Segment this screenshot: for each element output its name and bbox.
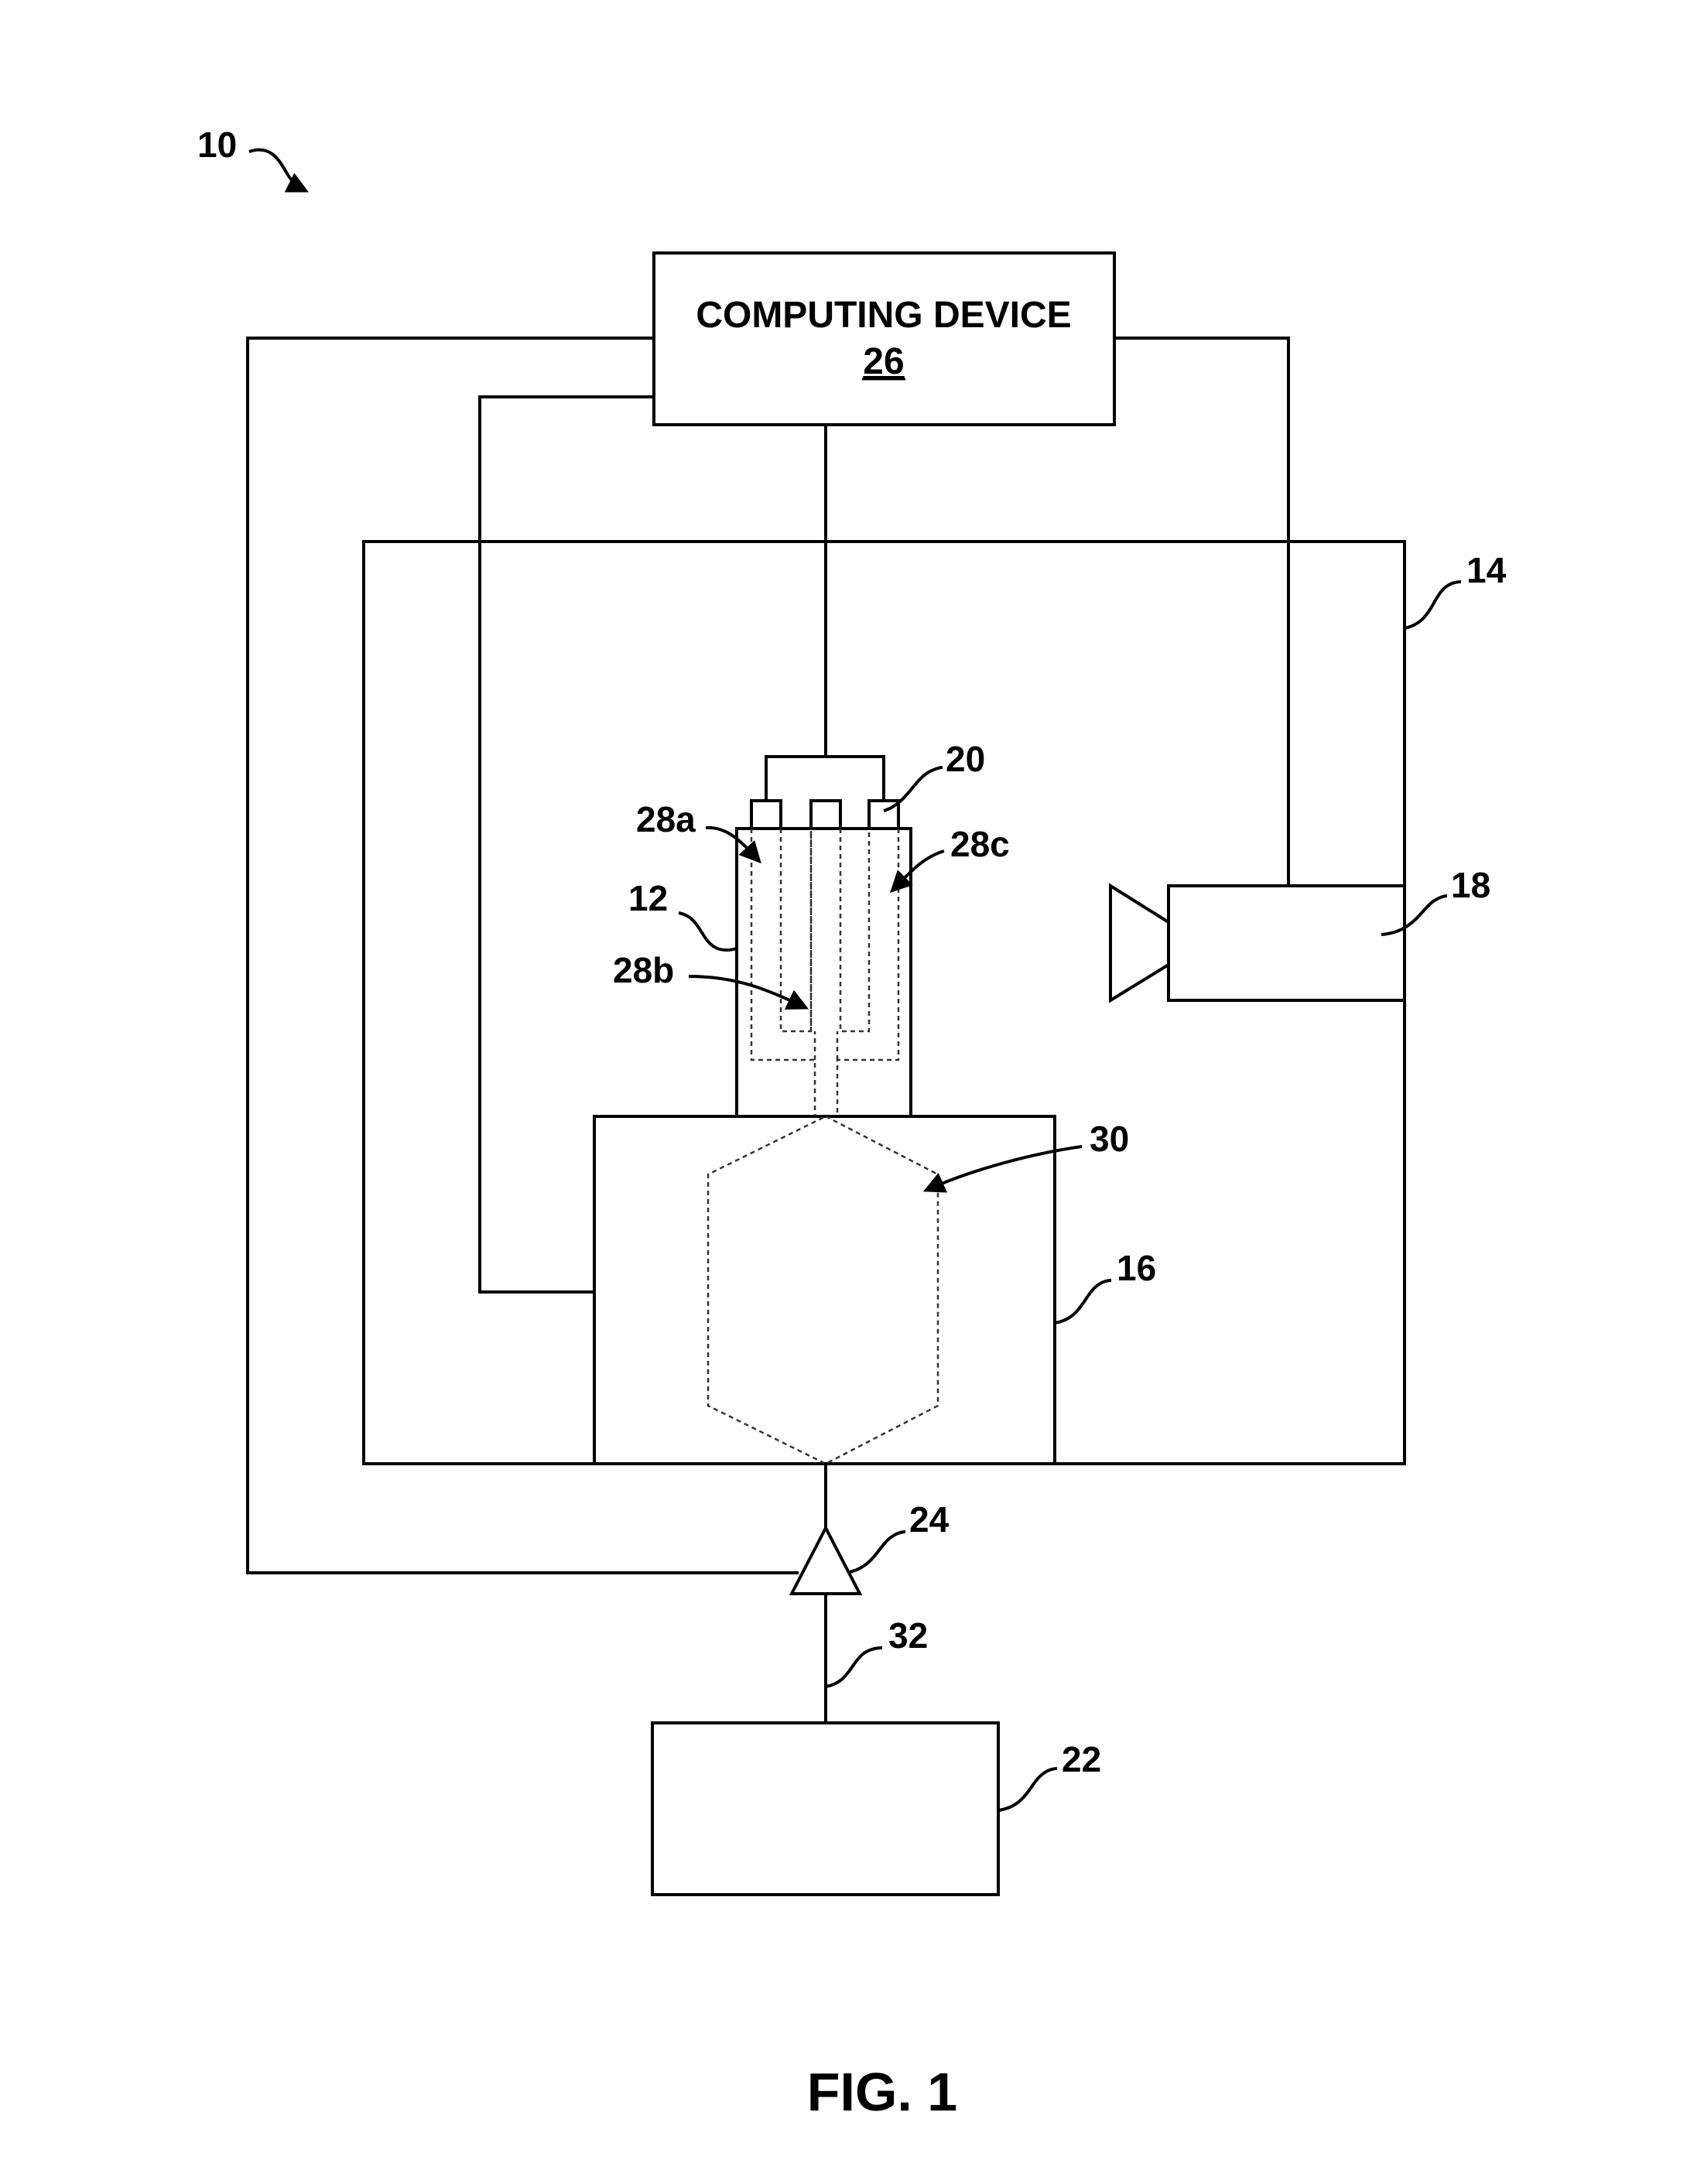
camera-body — [1169, 886, 1405, 1000]
camera-ref-label: 18 — [1451, 865, 1490, 905]
part-box — [737, 829, 911, 1116]
channel-b-ref-label: 28b — [613, 950, 674, 990]
computing-device-ref: 26 — [863, 341, 904, 382]
sensor-contact-a — [751, 801, 781, 829]
channel-a-ref-label: 28a — [636, 799, 696, 839]
computing-device-box — [654, 253, 1114, 425]
supply-line-ref-label: 32 — [888, 1615, 928, 1656]
source-box — [652, 1723, 998, 1895]
chamber-ref-label: 14 — [1466, 550, 1507, 590]
computing-device-title: COMPUTING DEVICE — [696, 295, 1071, 336]
valve-symbol — [792, 1528, 860, 1594]
channel-c-ref-label: 28c — [950, 824, 1010, 864]
sensor-ref-label: 20 — [946, 739, 985, 779]
valve-leader — [850, 1532, 905, 1572]
system-ref-leader — [249, 150, 305, 190]
figure-caption: FIG. 1 — [807, 2062, 957, 2122]
source-ref-label: 22 — [1062, 1739, 1101, 1779]
cavity-ref-label: 30 — [1090, 1119, 1129, 1159]
part-ref-label: 12 — [628, 878, 668, 918]
mold-ref-label: 16 — [1117, 1248, 1156, 1288]
valve-ref-label: 24 — [909, 1499, 950, 1540]
supply-line-leader — [826, 1648, 882, 1687]
system-ref-label: 10 — [197, 125, 237, 165]
source-leader — [998, 1769, 1057, 1810]
sensor-contact-b — [811, 801, 840, 829]
chamber-leader — [1405, 582, 1461, 628]
